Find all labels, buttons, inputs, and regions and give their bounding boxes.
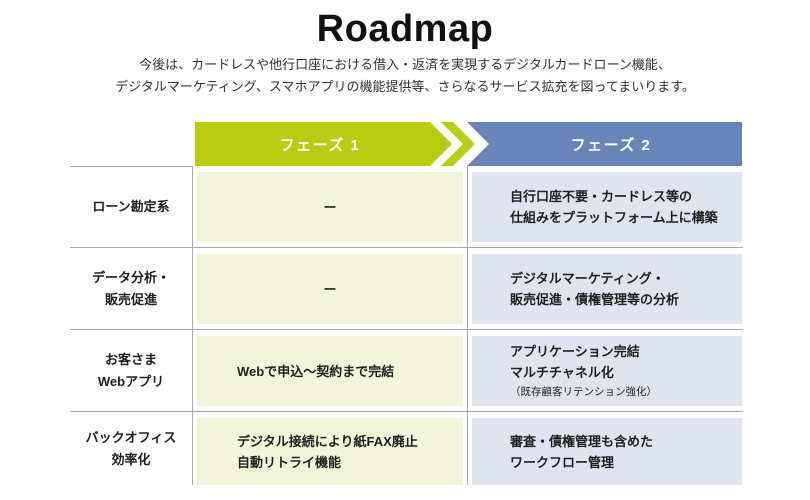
phase2-header-label: フェーズ 2 — [570, 136, 652, 154]
cell-text-line: 仕組みをプラットフォーム上に構築 — [510, 210, 718, 225]
row-label-line: バックオフィス — [85, 429, 177, 445]
grid-line-row3 — [70, 411, 743, 412]
grid-line-row1 — [70, 247, 743, 248]
cell-text-line: 自行口座不要・カードレス等の — [510, 189, 693, 204]
cell-backoffice-phase1: デジタル接続により紙FAX廃止 自動リトライ機能 — [197, 418, 463, 485]
row-label-line: Webアプリ — [97, 373, 165, 389]
cell-loan-phase2: 自行口座不要・カードレス等の 仕組みをプラットフォーム上に構築 — [472, 172, 742, 242]
subtitle-line-2: デジタルマーケティング、スマホアプリの機能提供等、さらなるサービス拡充を図ってま… — [115, 79, 695, 94]
phase2-header-bar — [467, 122, 742, 166]
row-label-data-analytics: データ分析・ 販売促進 — [70, 248, 192, 329]
cell-text-line: Webで申込～契約まで完結 — [237, 363, 395, 379]
row-label-line: 効率化 — [111, 451, 151, 467]
cell-text-line: マルチチャネル化 — [510, 365, 614, 380]
subtitle-line-1: 今後は、カードレスや他行口座における借入・返済を実現するデジタルカードローン機能… — [139, 57, 671, 72]
cell-text-line: デジタル接続により紙FAX廃止 — [237, 433, 418, 449]
cell-text-line: 自動リトライ機能 — [237, 454, 342, 470]
page-title: Roadmap — [316, 8, 494, 50]
cell-analytics-phase1: ー — [197, 254, 463, 324]
cell-text-line: 販売促進・債権管理等の分析 — [510, 292, 680, 307]
phase1-header-bar — [195, 122, 452, 166]
grid-line-row2 — [70, 329, 743, 330]
cell-text-line: ワークフロー管理 — [510, 454, 615, 470]
cell-webapp-phase1: Webで申込～契約まで完結 — [197, 336, 463, 406]
row-label-backoffice: バックオフィス 効率化 — [70, 412, 192, 485]
row-label-line: 販売促進 — [104, 291, 157, 307]
cell-text-line: ー — [323, 199, 337, 215]
cell-text-line: 審査・債権管理も含めた — [510, 433, 654, 449]
cell-text-line: アプリケーション完結 — [510, 344, 640, 359]
cell-note-line: （既存顧客リテンション強化） — [510, 386, 657, 398]
cell-loan-phase1: ー — [197, 172, 463, 242]
row-label-line: データ分析・ — [91, 269, 170, 285]
cell-backoffice-phase2: 審査・債権管理も含めた ワークフロー管理 — [472, 418, 742, 485]
cell-text-line: ー — [323, 281, 337, 297]
cell-analytics-phase2: デジタルマーケティング・ 販売促進・債権管理等の分析 — [472, 254, 742, 324]
grid-line-top — [70, 166, 192, 167]
cell-webapp-phase2: アプリケーション完結 マルチチャネル化 （既存顧客リテンション強化） — [472, 336, 742, 406]
grid-line-phases — [467, 166, 468, 485]
grid-line-labels — [192, 166, 193, 485]
row-label-line: ローン勘定系 — [92, 198, 170, 214]
phase1-header-label: フェーズ 1 — [279, 136, 361, 154]
row-label-customer-webapp: お客さま Webアプリ — [70, 330, 192, 411]
page-subtitle: 今後は、カードレスや他行口座における借入・返済を実現するデジタルカードローン機能… — [0, 54, 810, 98]
row-label-line: お客さま — [104, 351, 157, 367]
cell-text-line: デジタルマーケティング・ — [510, 271, 665, 286]
row-label-loan-core: ローン勘定系 — [70, 166, 192, 247]
